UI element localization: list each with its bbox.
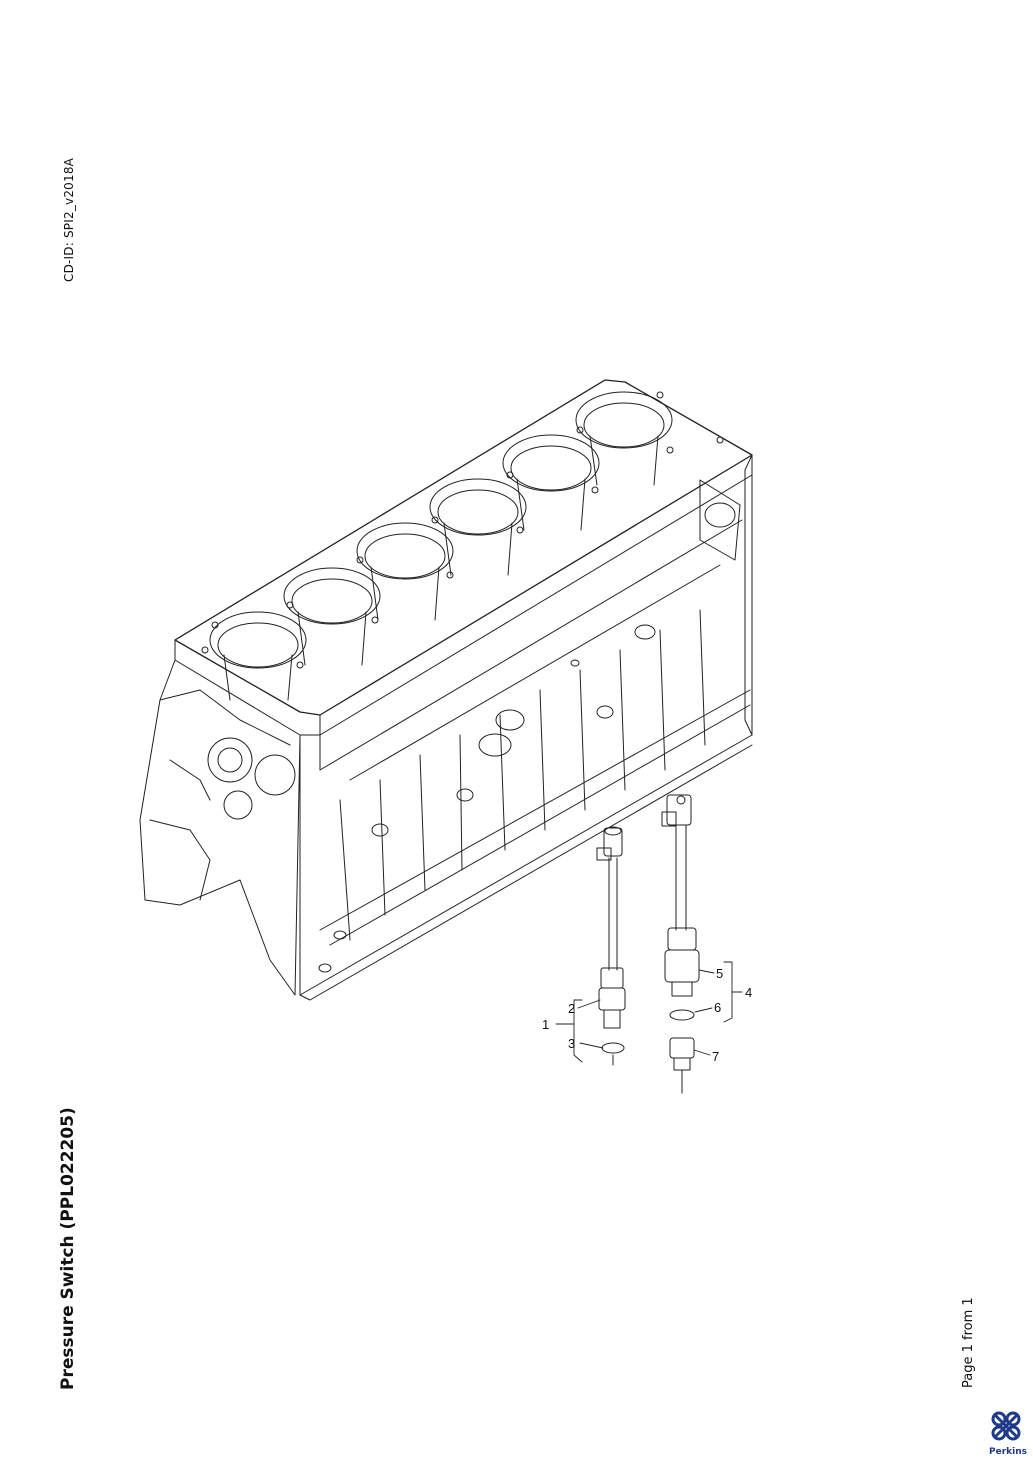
- callout-2: 2: [568, 1001, 575, 1016]
- callout-4: 4: [745, 985, 752, 1000]
- pressure-switch-assembly-left: [596, 826, 626, 1066]
- brand-name: Perkins: [989, 1447, 1027, 1457]
- pressure-switch-assembly-right: [661, 794, 700, 1094]
- callout-numbers: 1 2 3 4 5 6 7: [542, 966, 752, 1064]
- callout-leaders: [555, 961, 743, 1063]
- callout-7: 7: [712, 1049, 719, 1064]
- callout-1: 1: [542, 1017, 549, 1032]
- perkins-logo: [991, 1411, 1021, 1441]
- cylinder-bores: [209, 391, 673, 701]
- callout-6: 6: [714, 1000, 721, 1015]
- deck-bolt-holes: [201, 391, 724, 669]
- callout-3: 3: [568, 1036, 575, 1051]
- callout-5: 5: [716, 966, 723, 981]
- engine-block: [139, 379, 753, 1001]
